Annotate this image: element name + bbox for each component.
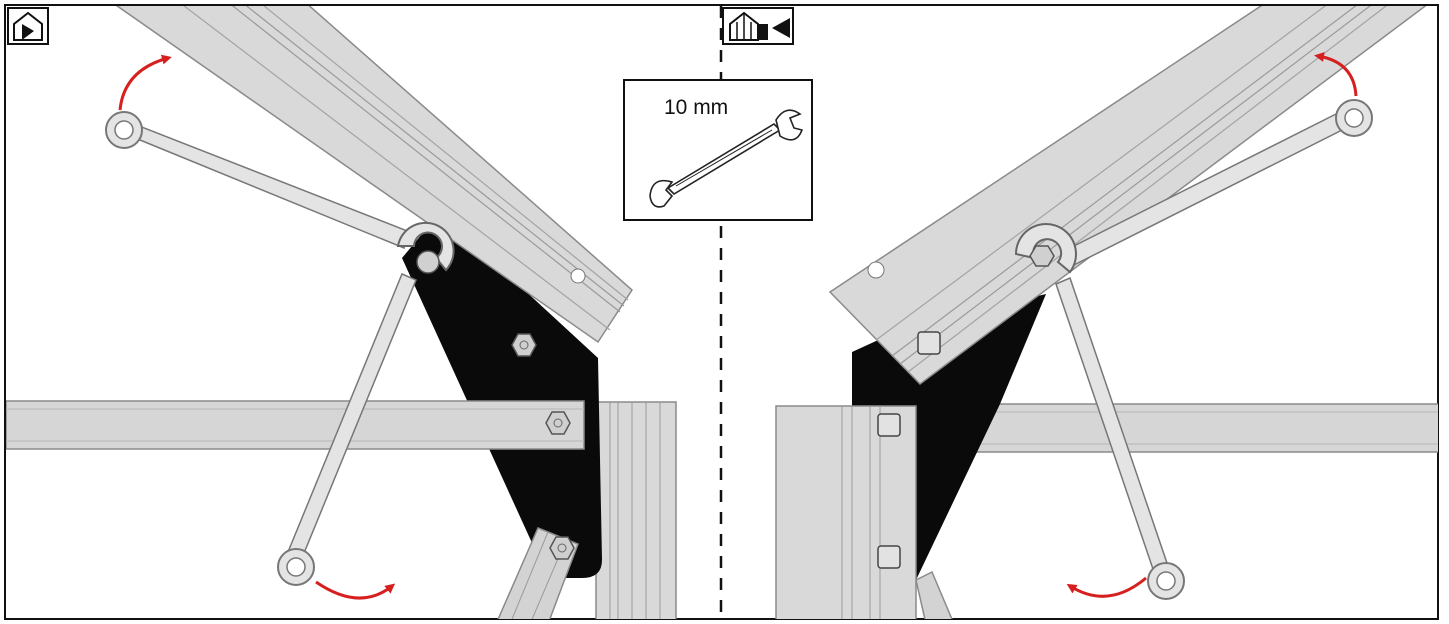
rotation-arrow-icon [1066, 576, 1147, 598]
open-end-wrench-icon [649, 109, 804, 208]
corner-bracket [402, 222, 602, 578]
vertical-profile [775, 405, 917, 619]
horizontal-bar [6, 400, 585, 450]
greenhouse-side-view-icon [722, 7, 794, 45]
rotation-arrow-icon [1314, 52, 1358, 97]
diagonal-strut [915, 570, 953, 619]
left-panel [6, 6, 677, 619]
diagram-frame [4, 4, 1439, 620]
combination-wrench-icon [1055, 276, 1185, 600]
rafter-profile [115, 6, 633, 344]
greenhouse-front-view-icon [7, 7, 49, 45]
hex-nut [545, 411, 571, 435]
rafter-profile [828, 6, 1427, 385]
hex-nut [549, 536, 575, 560]
right-panel [722, 6, 1438, 619]
tool-size-label: 10 mm [664, 96, 728, 119]
combination-wrench-icon [277, 273, 417, 586]
vertical-profile [595, 401, 677, 619]
rotation-arrow-icon [118, 54, 172, 111]
hex-nut [511, 333, 537, 357]
combination-wrench-icon [105, 111, 455, 274]
rotation-arrow-icon [315, 580, 396, 600]
combination-wrench-icon [1014, 99, 1373, 274]
tool-callout: 10 mm [623, 79, 813, 221]
